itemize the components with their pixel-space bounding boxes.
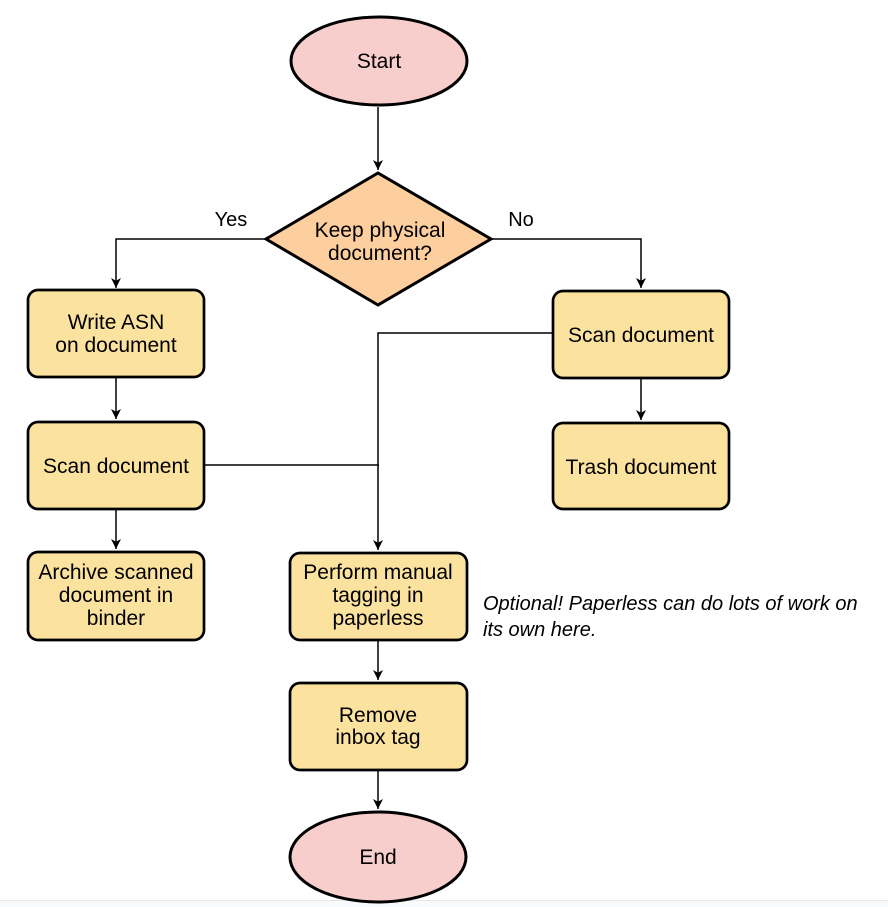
node-end: End xyxy=(288,810,468,904)
node-trash: Trash document xyxy=(551,421,731,511)
scan-right-box xyxy=(551,289,731,380)
remove-inbox-label-line1: Remove xyxy=(339,704,417,727)
remove-inbox-label-line2: inbox tag xyxy=(335,726,420,749)
optional-note: Optional! Paperless can do lots of work … xyxy=(483,593,858,641)
start-label: Start xyxy=(357,50,402,73)
scan-left-label: Scan document xyxy=(43,455,189,478)
decision-diamond xyxy=(263,171,494,307)
archive-box xyxy=(26,550,206,642)
node-scan-left: Scan document xyxy=(26,420,206,511)
node-scan-right: Scan document xyxy=(551,289,731,380)
node-archive: Archive scanned document in binder xyxy=(26,550,206,642)
archive-label-line3: binder xyxy=(87,607,145,630)
branch-label-no: No xyxy=(508,209,534,231)
remove-inbox-box xyxy=(288,681,469,772)
end-label: End xyxy=(359,846,396,869)
tagging-label-line1: Perform manual xyxy=(303,561,452,584)
write-asn-label-line2: on document xyxy=(55,334,177,357)
edge-decision-no xyxy=(492,238,646,288)
node-remove-inbox: Remove inbox tag xyxy=(288,681,469,772)
edges xyxy=(111,107,646,809)
node-write-asn: Write ASN on document xyxy=(26,288,206,379)
edge-scanright-to-tagging xyxy=(373,332,552,550)
tagging-label-line3: paperless xyxy=(332,607,423,630)
write-asn-box xyxy=(26,288,206,379)
trash-label: Trash document xyxy=(566,456,717,479)
decision-label-line1: Keep physical xyxy=(315,219,446,242)
tagging-label-line2: tagging in xyxy=(332,584,423,607)
optional-note-line2: its own here. xyxy=(483,619,596,641)
optional-note-line1: Optional! Paperless can do lots of work … xyxy=(483,593,858,615)
archive-label-line2: document in xyxy=(59,584,173,607)
end-ellipse xyxy=(288,810,468,904)
edge-decision-yes xyxy=(111,238,265,288)
node-start: Start xyxy=(289,15,469,107)
tagging-box xyxy=(288,551,469,642)
page-bottom-strip xyxy=(0,901,888,907)
write-asn-label-line1: Write ASN xyxy=(68,311,164,334)
node-tagging: Perform manual tagging in paperless xyxy=(288,551,469,642)
trash-box xyxy=(551,421,731,511)
node-decision: Keep physical document? xyxy=(263,171,494,307)
archive-label-line1: Archive scanned xyxy=(38,561,193,584)
start-ellipse xyxy=(289,15,469,107)
scan-right-label: Scan document xyxy=(568,324,714,347)
scan-left-box xyxy=(26,420,206,511)
branch-label-yes: Yes xyxy=(215,209,248,231)
decision-label-line2: document? xyxy=(328,242,432,265)
